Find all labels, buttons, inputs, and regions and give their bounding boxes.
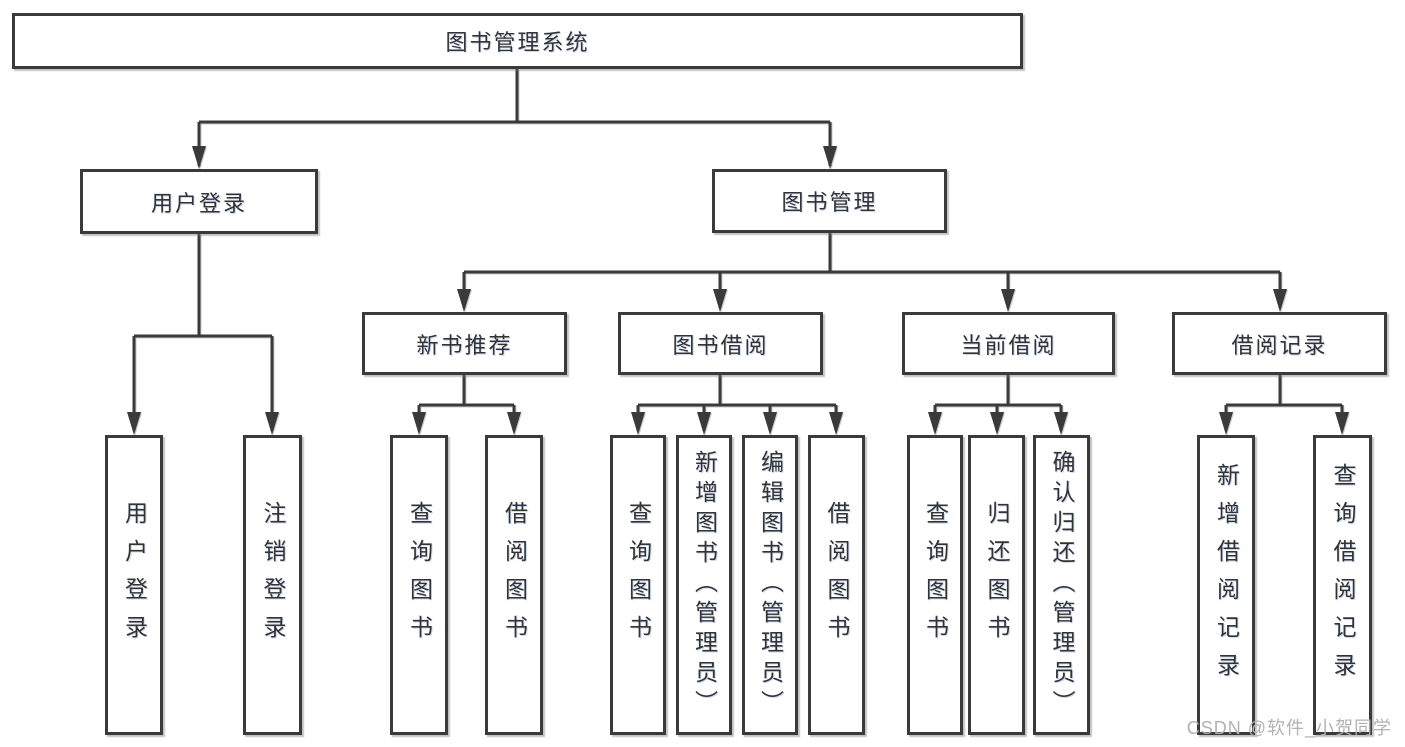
leaf-borrow-books-recommend: 借阅图书 — [485, 435, 543, 735]
leaf-borrow-books-label: 借阅图书 — [824, 501, 850, 653]
leaf-add-borrow-record-label: 新增借阅记录 — [1213, 463, 1240, 691]
leaf-borrow-books-recommend-label: 借阅图书 — [501, 501, 528, 653]
leaf-query-borrow-record-label: 查询借阅记录 — [1330, 463, 1356, 691]
leaf-add-books-admin: 新增图书（管理员） — [676, 435, 732, 735]
leaf-confirm-return-admin-label: 确认归还（管理员） — [1049, 450, 1075, 720]
csdn-watermark: CSDN @软件_小贺同学 — [1186, 718, 1392, 738]
leaf-return-books: 归还图书 — [968, 435, 1025, 735]
leaf-borrow-books: 借阅图书 — [808, 435, 865, 735]
leaf-edit-books-admin-label: 编辑图书（管理员） — [757, 450, 784, 720]
leaf-query-books-borrowing-label: 查询图书 — [625, 501, 652, 653]
node-book-management: 图书管理 — [712, 169, 947, 233]
leaf-edit-books-admin: 编辑图书（管理员） — [742, 435, 798, 735]
leaf-return-books-label: 归还图书 — [984, 501, 1010, 653]
node-book-management-label: 图书管理 — [781, 190, 878, 215]
leaf-query-books-current-label: 查询图书 — [922, 501, 949, 653]
node-book-borrowing: 图书借阅 — [618, 312, 823, 375]
node-user-login: 用户登录 — [80, 169, 318, 234]
leaf-query-books-borrowing: 查询图书 — [610, 435, 666, 735]
leaf-query-books-current: 查询图书 — [907, 435, 963, 735]
node-book-borrowing-label: 图书借阅 — [672, 332, 769, 358]
leaf-user-login-label: 用户登录 — [121, 501, 148, 653]
node-user-login-label: 用户登录 — [150, 190, 247, 216]
node-new-book-recommend: 新书推荐 — [362, 312, 567, 375]
node-borrowing-records: 借阅记录 — [1172, 312, 1387, 375]
leaf-query-borrow-record: 查询借阅记录 — [1313, 435, 1372, 735]
leaf-add-books-admin-label: 新增图书（管理员） — [691, 450, 718, 720]
node-current-borrowing: 当前借阅 — [902, 312, 1115, 375]
node-root-system: 图书管理系统 — [12, 13, 1023, 69]
leaf-user-login: 用户登录 — [105, 435, 163, 735]
node-new-book-recommend-label: 新书推荐 — [416, 332, 513, 358]
node-current-borrowing-label: 当前借阅 — [960, 332, 1057, 358]
node-borrowing-records-label: 借阅记录 — [1231, 332, 1328, 358]
leaf-logout: 注销登录 — [243, 435, 302, 735]
leaf-query-books-recommend: 查询图书 — [390, 435, 448, 735]
leaf-query-books-recommend-label: 查询图书 — [406, 501, 433, 653]
leaf-logout-label: 注销登录 — [260, 501, 286, 653]
leaf-add-borrow-record: 新增借阅记录 — [1197, 435, 1255, 735]
leaf-confirm-return-admin: 确认归还（管理员） — [1033, 435, 1090, 735]
node-root-label: 图书管理系统 — [445, 30, 590, 55]
